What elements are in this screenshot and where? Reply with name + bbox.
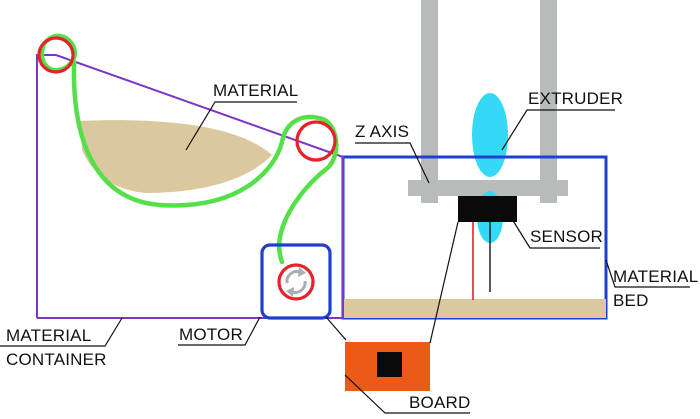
leader-motor xyxy=(178,316,261,346)
board-chip xyxy=(377,352,402,377)
material-bed-plate xyxy=(343,299,606,318)
motor-rotate-icon xyxy=(285,267,307,297)
label-material-bed-line1: MATERIAL xyxy=(613,267,698,286)
label-z-axis: Z AXIS xyxy=(355,122,409,141)
label-material-bed-line2: BED xyxy=(613,291,649,310)
leader-sensor-board xyxy=(429,221,459,344)
leader-sensor xyxy=(511,218,600,249)
pulley-middle xyxy=(295,120,337,162)
label-sensor: SENSOR xyxy=(530,227,603,246)
extruder-body xyxy=(472,93,508,177)
z-axis-rail-left xyxy=(421,0,438,203)
label-extruder: EXTRUDER xyxy=(528,89,623,108)
leader-material xyxy=(185,101,297,151)
z-axis-crossbar xyxy=(408,180,568,196)
label-motor: MOTOR xyxy=(179,325,243,344)
motor-box xyxy=(260,243,332,320)
sensor-block xyxy=(458,196,517,222)
leader-material-bed xyxy=(605,259,690,288)
leader-material-container xyxy=(0,317,123,347)
label-material-container-line2: CONTAINER xyxy=(6,350,107,369)
motor-pulley xyxy=(277,263,315,301)
material-pile xyxy=(80,120,272,193)
pulley-top-left xyxy=(37,36,75,74)
leader-board-link xyxy=(325,316,347,341)
label-material: MATERIAL xyxy=(213,81,298,100)
leader-extruder xyxy=(501,109,615,151)
leader-board xyxy=(344,374,470,414)
label-material-container-line1: MATERIAL xyxy=(6,326,91,345)
label-board: BOARD xyxy=(409,393,470,412)
leader-z-axis xyxy=(355,142,430,184)
z-axis-rail-right xyxy=(540,0,557,203)
